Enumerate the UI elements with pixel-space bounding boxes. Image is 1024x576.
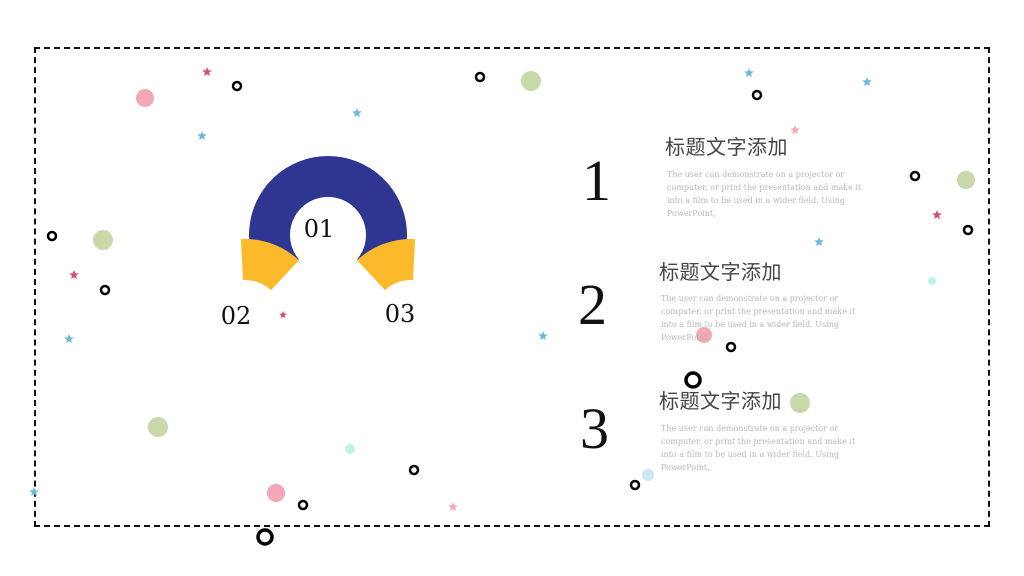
confetti-ring: [962, 224, 974, 236]
confetti-ring: [629, 479, 641, 491]
confetti-ring: [46, 230, 58, 242]
confetti-circle: [790, 393, 810, 413]
confetti-star: [197, 131, 207, 140]
confetti-star: [279, 311, 287, 319]
confetti-ring: [297, 499, 309, 511]
confetti-star: [448, 502, 458, 511]
confetti-ring: [231, 80, 243, 92]
confetti-circle: [136, 89, 154, 107]
confetti-circle: [345, 444, 355, 454]
confetti-ring: [99, 284, 111, 296]
confetti-ring: [684, 371, 702, 389]
ring-02: [240, 238, 299, 291]
item-1-number: 1: [582, 148, 611, 213]
confetti-star: [202, 67, 212, 76]
confetti-circle: [267, 484, 285, 502]
item-2-number: 2: [578, 272, 607, 337]
ring-01-label: 01: [303, 215, 335, 243]
confetti-ring: [474, 71, 486, 83]
confetti-circle: [521, 71, 541, 91]
item-1-title: 标题文字添加: [665, 135, 788, 159]
item-3-number: 3: [580, 396, 609, 461]
confetti-star: [814, 237, 824, 246]
confetti-ring: [256, 528, 274, 546]
confetti-circle: [957, 171, 975, 189]
confetti-circle: [928, 277, 936, 285]
slide-frame: [34, 47, 990, 527]
item-3-description: The user can demonstrate on a projector …: [661, 424, 856, 472]
confetti-star: [862, 77, 872, 86]
confetti-ring: [725, 341, 737, 353]
confetti-circle: [93, 230, 113, 250]
confetti-star: [69, 270, 79, 279]
confetti-ring: [408, 464, 420, 476]
confetti-circle: [696, 327, 712, 343]
item-3-title: 标题文字添加: [659, 389, 782, 413]
confetti-star: [352, 108, 362, 117]
confetti-ring: [751, 89, 763, 101]
item-2-title: 标题文字添加: [659, 260, 782, 284]
confetti-star: [29, 487, 39, 496]
confetti-circle: [642, 469, 654, 481]
confetti-ring: [909, 170, 921, 182]
ring-03-label: 03: [384, 300, 416, 328]
confetti-star: [744, 68, 754, 77]
ring-03: [357, 239, 416, 291]
confetti-star: [64, 334, 74, 343]
confetti-circle: [148, 417, 168, 437]
confetti-star: [538, 331, 548, 340]
item-2-description: The user can demonstrate on a projector …: [661, 294, 856, 342]
confetti-star: [932, 210, 942, 219]
item-1-description: The user can demonstrate on a projector …: [667, 170, 862, 218]
confetti-star: [790, 125, 800, 134]
ring-02-label: 02: [220, 302, 252, 330]
